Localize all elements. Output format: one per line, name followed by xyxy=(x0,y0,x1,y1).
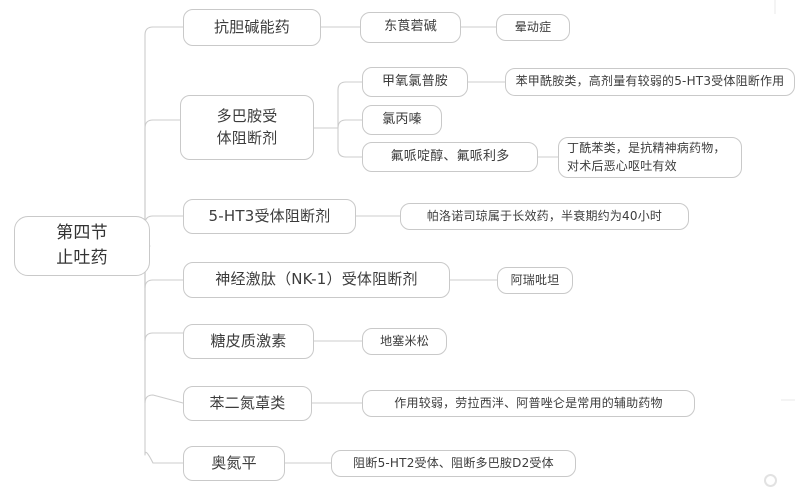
connector-root-to-olanzapine xyxy=(144,245,184,464)
node-olanzapine[interactable]: 奥氮平 xyxy=(183,446,285,481)
node-metoclopramide[interactable]: 甲氧氯普胺 xyxy=(362,67,468,97)
connector-root-to-dopamine xyxy=(144,119,181,247)
node-aprepitant[interactable]: 阿瑞吡坦 xyxy=(497,267,573,294)
connector-root-to-anticholinergic xyxy=(144,26,184,247)
node-haloperidol-droperidol[interactable]: 氟哌啶醇、氟哌利多 xyxy=(362,142,538,172)
node-butyrophenone-note[interactable]: 丁酰苯类，是抗精神病药物， 对术后恶心呕吐有效 xyxy=(558,137,742,178)
node-scopolamine[interactable]: 东莨菪碱 xyxy=(360,12,461,43)
node-benzodiazepine[interactable]: 苯二氮䓬类 xyxy=(183,386,312,421)
node-ht3-blocker[interactable]: 5-HT3受体阻断剂 xyxy=(183,199,356,234)
node-glucocorticoid[interactable]: 糖皮质激素 xyxy=(183,324,314,359)
node-chlorpromazine[interactable]: 氯丙嗪 xyxy=(362,105,442,135)
node-dopamine-blocker[interactable]: 多巴胺受 体阻断剂 xyxy=(180,95,314,160)
connector-root-to-benzodiazepine xyxy=(144,245,184,404)
connector-dopamine-to-haloperidol xyxy=(337,127,363,158)
connector-root-to-ht3 xyxy=(144,215,184,247)
connector-dopamine-to-chlorpromazine xyxy=(337,119,363,129)
connector-root-to-glucocorticoid xyxy=(144,245,184,342)
node-metoclopramide-note[interactable]: 苯甲酰胺类，高剂量有较弱的5-HT3受体阻断作用 xyxy=(505,68,795,96)
node-nk1-blocker[interactable]: 神经激肽（NK-1）受体阻断剂 xyxy=(183,262,450,298)
connector-root-to-nk1 xyxy=(144,245,184,289)
node-anticholinergic[interactable]: 抗胆碱能药 xyxy=(183,9,321,46)
node-dexamethasone[interactable]: 地塞米松 xyxy=(362,328,447,355)
node-benzodiazepine-note[interactable]: 作用较弱，劳拉西泮、阿普唑仑是常用的辅助药物 xyxy=(362,390,695,417)
node-palonosetron-note[interactable]: 帕洛诺司琼属于长效药，半衰期约为40小时 xyxy=(400,203,689,230)
node-olanzapine-note[interactable]: 阻断5-HT2受体、阻断多巴胺D2受体 xyxy=(331,450,576,477)
node-motion-sickness[interactable]: 晕动症 xyxy=(496,14,570,41)
watermark-dot xyxy=(764,474,777,487)
connector-dopamine-to-metoclopramide xyxy=(337,81,363,129)
root-node[interactable]: 第四节 止吐药 xyxy=(14,216,150,276)
